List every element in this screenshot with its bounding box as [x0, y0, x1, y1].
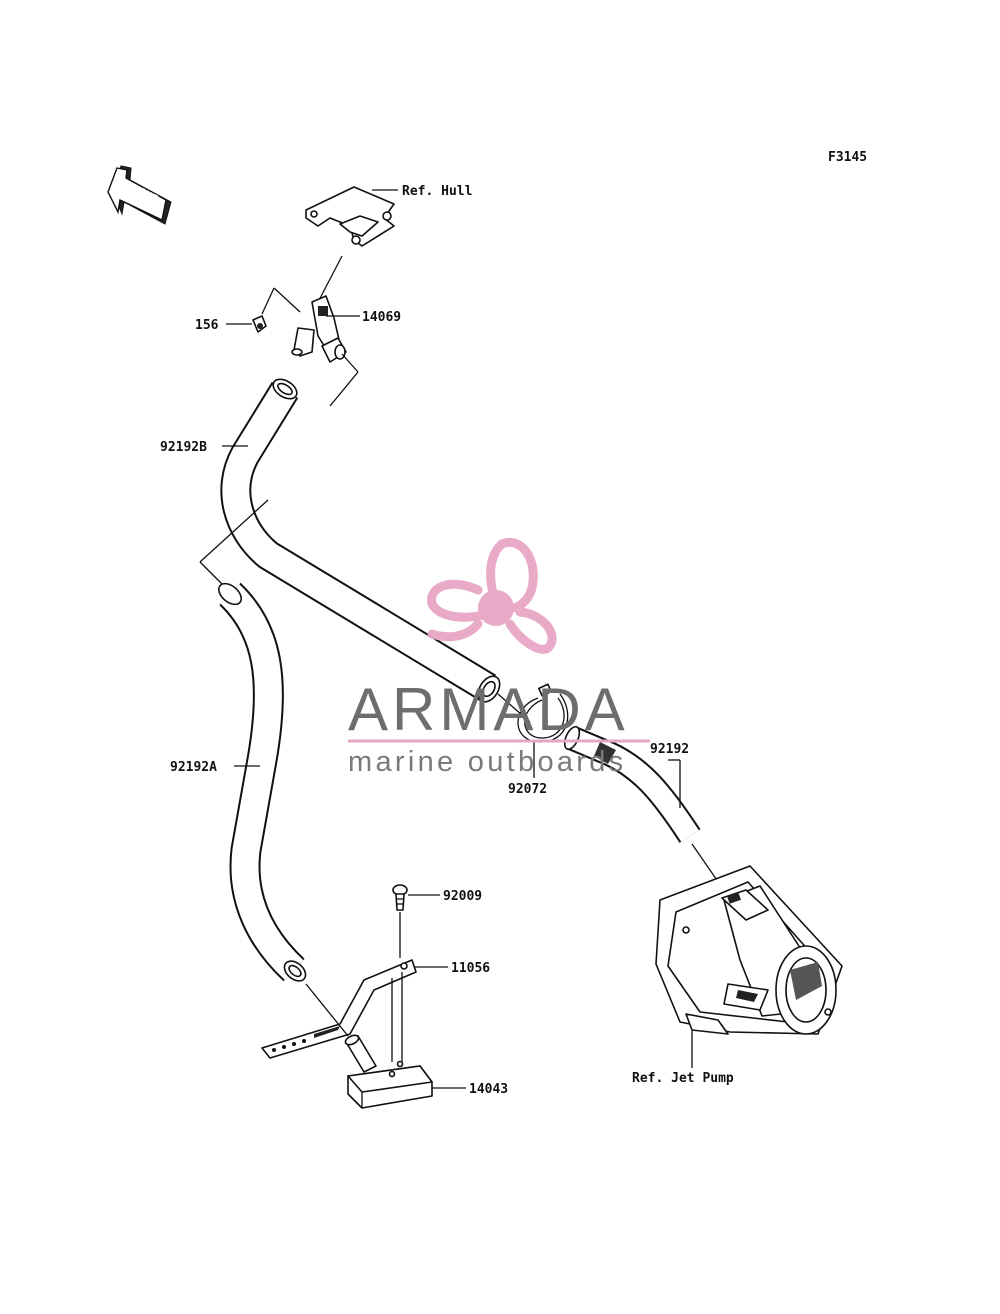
hose-92192: [563, 725, 701, 843]
bracket-11056: [261, 959, 417, 1059]
hose-92192B: [220, 378, 501, 703]
watermark-subtitle: marine outboards: [348, 746, 626, 778]
watermark: ARMADA marine outboards: [348, 538, 650, 778]
screw-156: [252, 315, 267, 333]
hull-bracket: [305, 186, 395, 247]
label-156: 156: [195, 318, 219, 333]
jet-pump: [655, 865, 843, 1035]
label-92072: 92072: [508, 782, 547, 797]
filter-14043: [344, 1034, 433, 1109]
fitting-14069: [291, 295, 347, 363]
label-92192: 92192: [650, 742, 689, 757]
label-14069: 14069: [362, 310, 401, 325]
label-ref-hull: Ref. Hull: [402, 184, 472, 199]
figure-code: F3145: [828, 150, 867, 165]
label-92009: 92009: [443, 889, 482, 904]
label-ref-jet-pump: Ref. Jet Pump: [632, 1071, 734, 1086]
label-14043: 14043: [469, 1082, 508, 1097]
front-arrow-icon: FRONT: [107, 165, 172, 225]
label-92192B: 92192B: [160, 440, 207, 455]
label-92192A: 92192A: [170, 760, 217, 775]
label-11056: 11056: [451, 961, 490, 976]
hose-92192A: [217, 582, 307, 982]
watermark-title: ARMADA: [348, 676, 629, 743]
propeller-logo-icon: [427, 538, 557, 654]
screw-92009: [392, 884, 408, 911]
